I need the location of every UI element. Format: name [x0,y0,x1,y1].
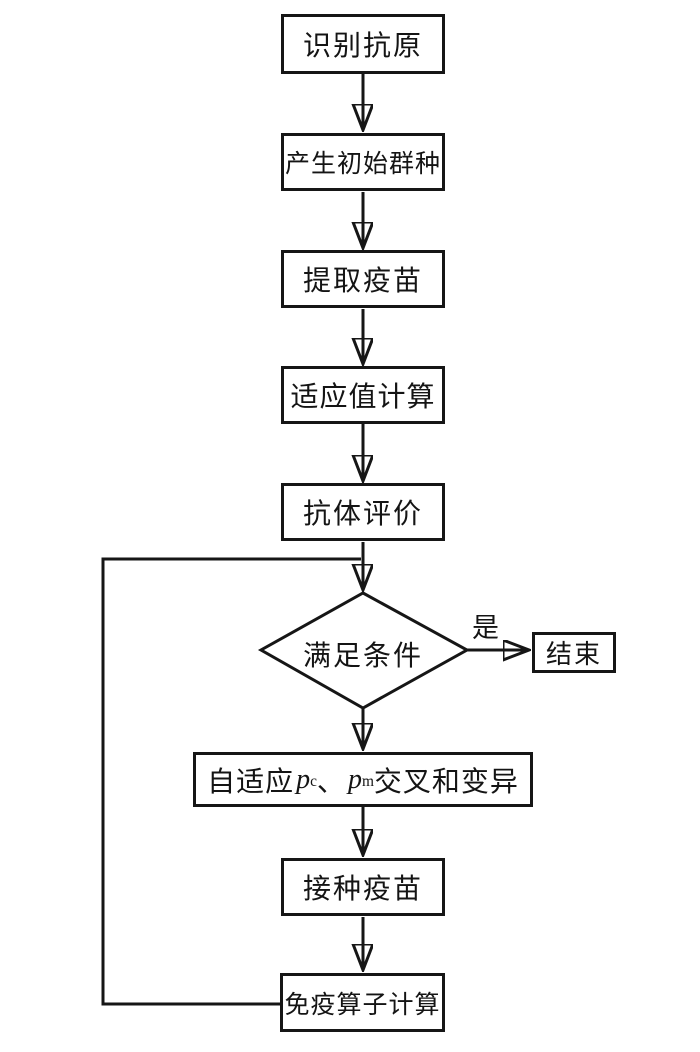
edge-feedback-loop [101,557,361,1006]
node-condition-check-label: 满足条件 [302,641,423,672]
node-end: 结束 [532,632,616,673]
node-antibody-evaluation: 抗体评价 [281,483,445,541]
node-vaccination: 接种疫苗 [281,858,445,916]
node-fitness-calculation: 适应值计算 [281,366,445,424]
node-label: 提取疫苗 [302,266,423,297]
decision-diamond-shape [257,591,471,710]
label-segment-pm: p [347,763,362,795]
node-label: 免疫算子计算 [284,991,441,1019]
node-immune-operator-calculation: 免疫算子计算 [280,973,445,1032]
node-label: 识别抗原 [302,31,423,62]
node-extract-vaccine: 提取疫苗 [281,250,445,308]
node-label: 接种疫苗 [302,874,423,905]
node-label: 产生初始群种 [284,151,441,178]
node-label: 适应值计算 [290,382,436,413]
node-generate-initial-population: 产生初始群种 [281,133,445,191]
label-segment-prefix: 自适应 [207,766,295,798]
node-identify-antigen: 识别抗原 [281,14,445,74]
edge-label-yes: 是 [472,613,499,643]
label-segment-pc: p [296,763,311,795]
label-segment-suffix: 交叉和变异 [373,766,519,798]
node-label: 抗体评价 [302,499,423,530]
node-label: 结束 [545,640,602,669]
label-segment-separator: 、 [316,766,346,798]
